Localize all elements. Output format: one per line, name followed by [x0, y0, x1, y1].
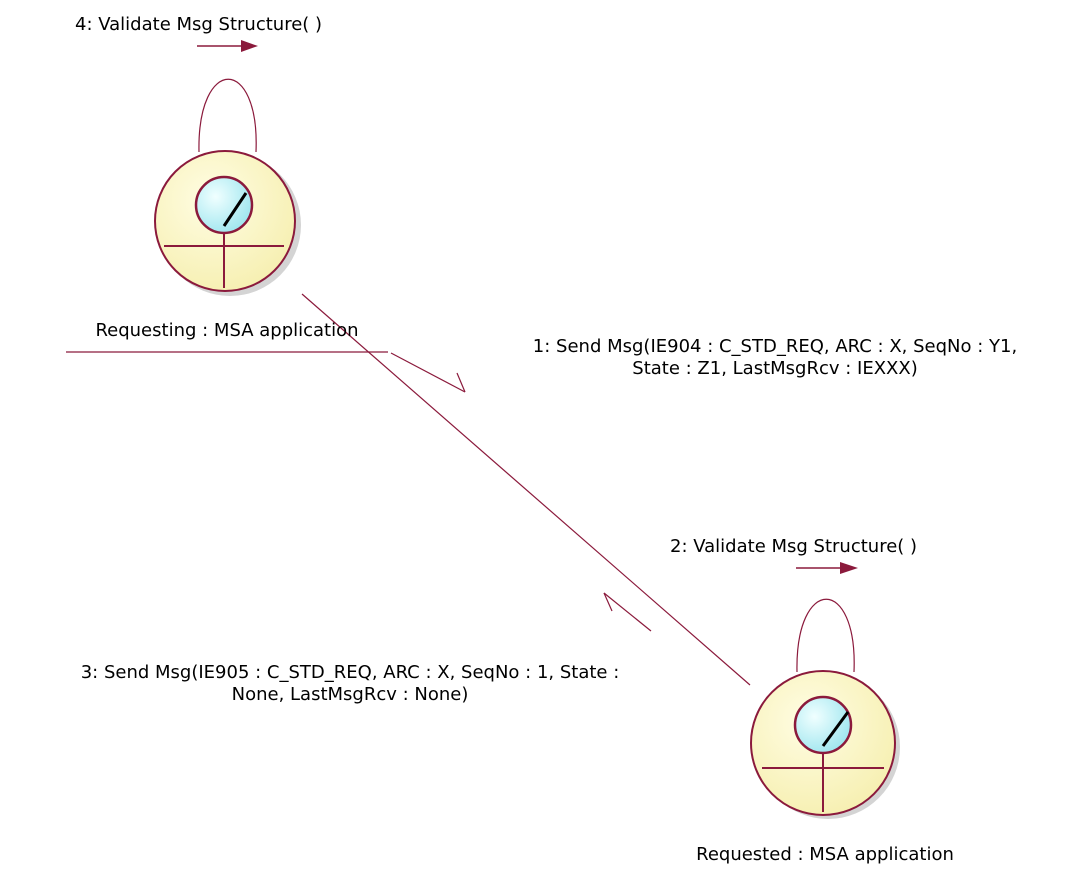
object-name-requesting: Requesting : MSA application: [66, 320, 388, 342]
lens-needle: [821, 711, 850, 747]
message-3-line-2: None, LastMsgRcv : None): [231, 684, 469, 705]
message-1-line-1: 1: Send Msg(IE904 : C_STD_REQ, ARC : X, …: [532, 336, 1018, 357]
lens-needle: [222, 192, 248, 227]
message-3-line-1: 3: Send Msg(IE905 : C_STD_REQ, ARC : X, …: [80, 662, 620, 683]
self-loop-requesting: [198, 78, 257, 153]
message-2-arrow: [796, 562, 858, 574]
requesting-object[interactable]: [154, 78, 301, 296]
message-2-text: 2: Validate Msg Structure( ): [670, 536, 918, 557]
message-4-label: 4: Validate Msg Structure( ): [75, 14, 322, 36]
message-4-arrow: [197, 40, 258, 52]
message-1-label: 1: Send Msg(IE904 : C_STD_REQ, ARC : X, …: [470, 336, 1080, 380]
object-name-requested: Requested : MSA application: [660, 844, 990, 866]
self-loop-requested: [796, 598, 855, 673]
message-3-arrow: [603, 592, 652, 632]
object-link[interactable]: [301, 293, 751, 686]
message-4-text: 4: Validate Msg Structure( ): [75, 14, 323, 35]
object-name-text: Requested : MSA application: [696, 844, 954, 865]
requested-object[interactable]: [750, 598, 900, 819]
message-1-arrow: [390, 352, 466, 393]
message-3-label: 3: Send Msg(IE905 : C_STD_REQ, ARC : X, …: [0, 662, 700, 706]
message-1-line-2: State : Z1, LastMsgRcv : IEXXX): [632, 358, 918, 379]
object-name-text: Requesting : MSA application: [95, 320, 359, 341]
message-2-label: 2: Validate Msg Structure( ): [670, 536, 917, 558]
